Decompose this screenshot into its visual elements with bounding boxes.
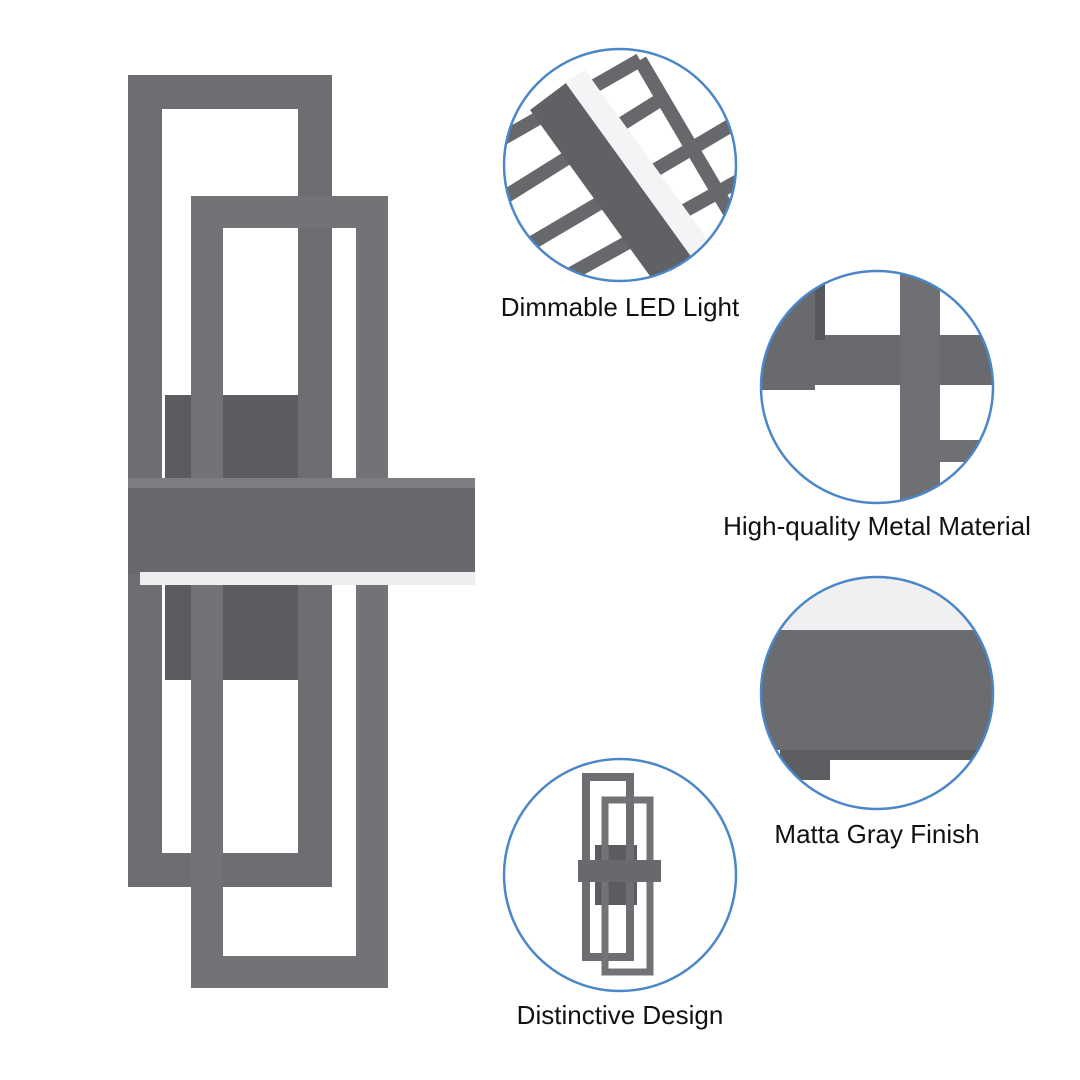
detail-circle xyxy=(502,757,738,993)
feature-label-metal: High-quality Metal Material xyxy=(723,511,1031,541)
feature-label-led: Dimmable LED Light xyxy=(500,292,740,322)
front-frame xyxy=(191,196,388,988)
feature-label-design: Distinctive Design xyxy=(516,1000,724,1030)
led-strip xyxy=(140,572,475,585)
detail-circle xyxy=(759,575,995,811)
detail-design xyxy=(578,773,661,976)
detail-circle xyxy=(502,47,738,283)
light-box xyxy=(128,478,475,574)
feature-label-finish: Matta Gray Finish xyxy=(774,819,980,849)
wall-sconce-main xyxy=(128,75,475,988)
detail-led xyxy=(504,49,736,281)
detail-circle xyxy=(759,269,995,505)
